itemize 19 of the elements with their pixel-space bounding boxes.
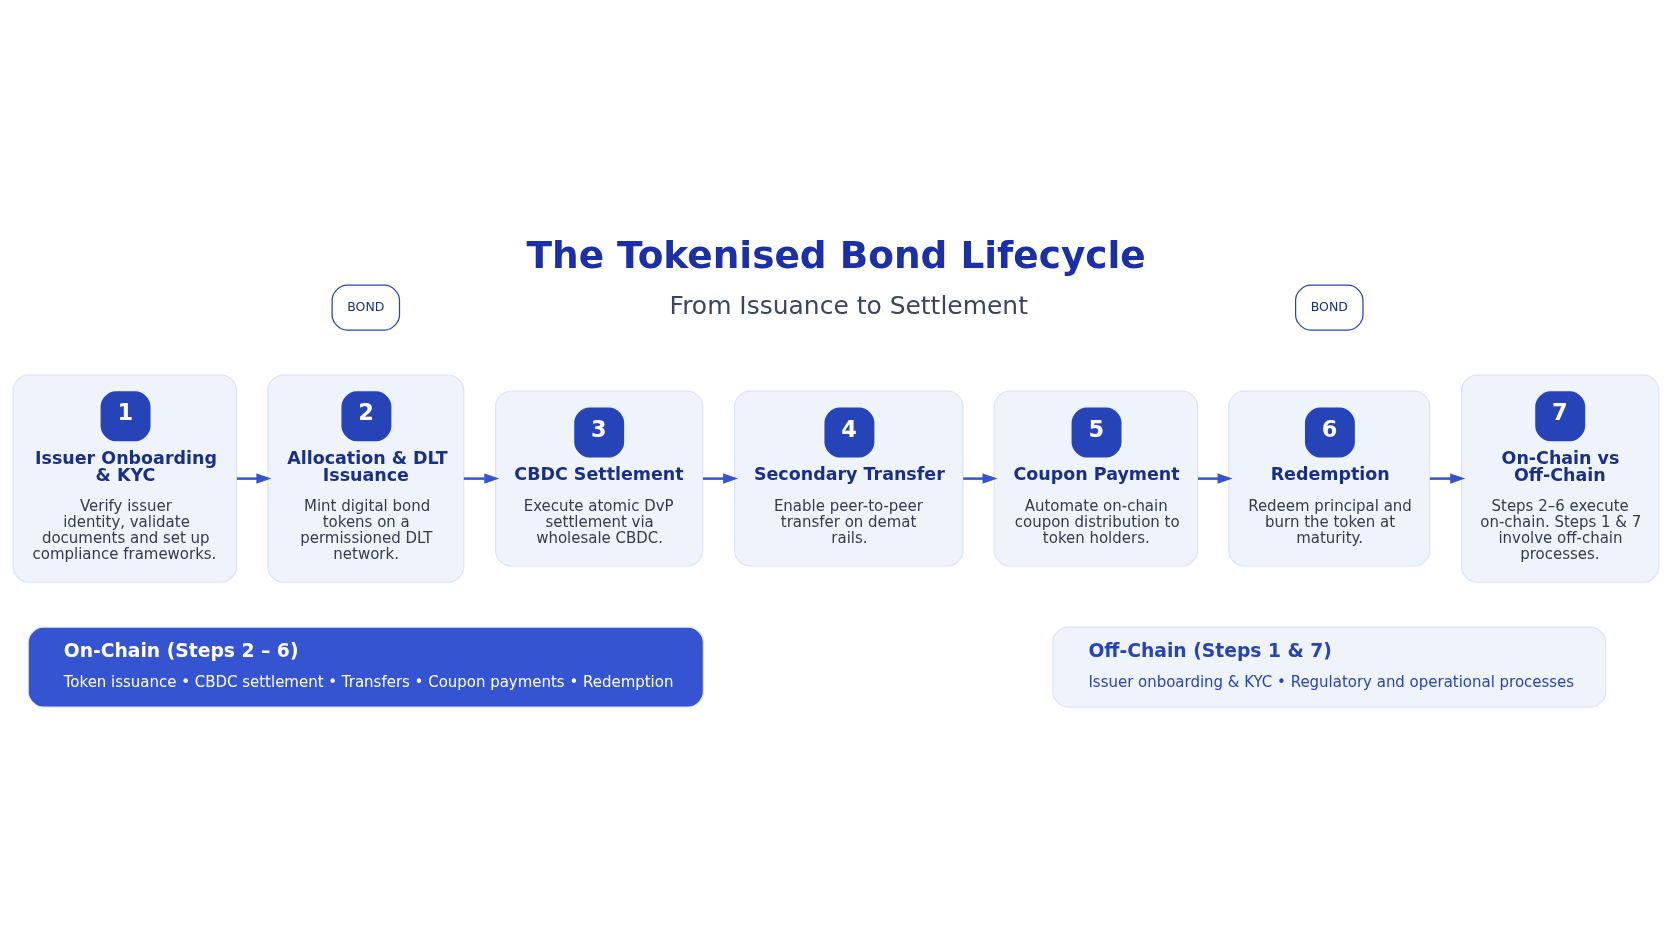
label: From Issuance to Settlement: [669, 290, 1028, 320]
node-box: 6 Redemption Redeem principal and burn the token at maturity.: [1228, 390, 1431, 567]
arrow: [1198, 473, 1233, 484]
arrow: [236, 473, 272, 484]
node-box: 5 Coupon Payment Automate on-chain coupon distribution to token holders.: [993, 390, 1199, 567]
arrow: [963, 473, 998, 484]
node-box: 7 On-Chain vs Off-Chain Steps 2–6 execute on-chain. Steps 1 & 7 involve off-chain processes.: [1460, 374, 1660, 583]
arrow: [703, 473, 739, 484]
node-box: 2 Allocation & DLT Issuance Mint digital bond tokens on a permissioned DLT network.: [267, 374, 465, 583]
label: BOND: [1310, 298, 1348, 314]
node-box: 3 CBDC Settlement Execute atomic DvP settlement via wholesale CBDC.: [494, 390, 704, 567]
arrow: [1429, 473, 1466, 484]
label: BOND: [347, 298, 385, 314]
node-box: Off-Chain (Steps 1 & 7) Issuer onboarding & KYC • Regulatory and operational processes: [1052, 626, 1607, 708]
node-box: 1 Issuer Onboarding & KYC Verify issuer identity, validate documents and set up compliance frameworks.: [12, 374, 238, 583]
node-box: 4 Secondary Transfer Enable peer-to-peer transfer on demat rails.: [733, 390, 964, 567]
diagram-title: The Tokenised Bond Lifecycle: [526, 232, 1146, 277]
node-box: On-Chain (Steps 2 – 6) Token issuance • CBDC settlement • Transfers • Coupon payments • Redemption: [27, 626, 704, 708]
arrow: [463, 473, 500, 484]
